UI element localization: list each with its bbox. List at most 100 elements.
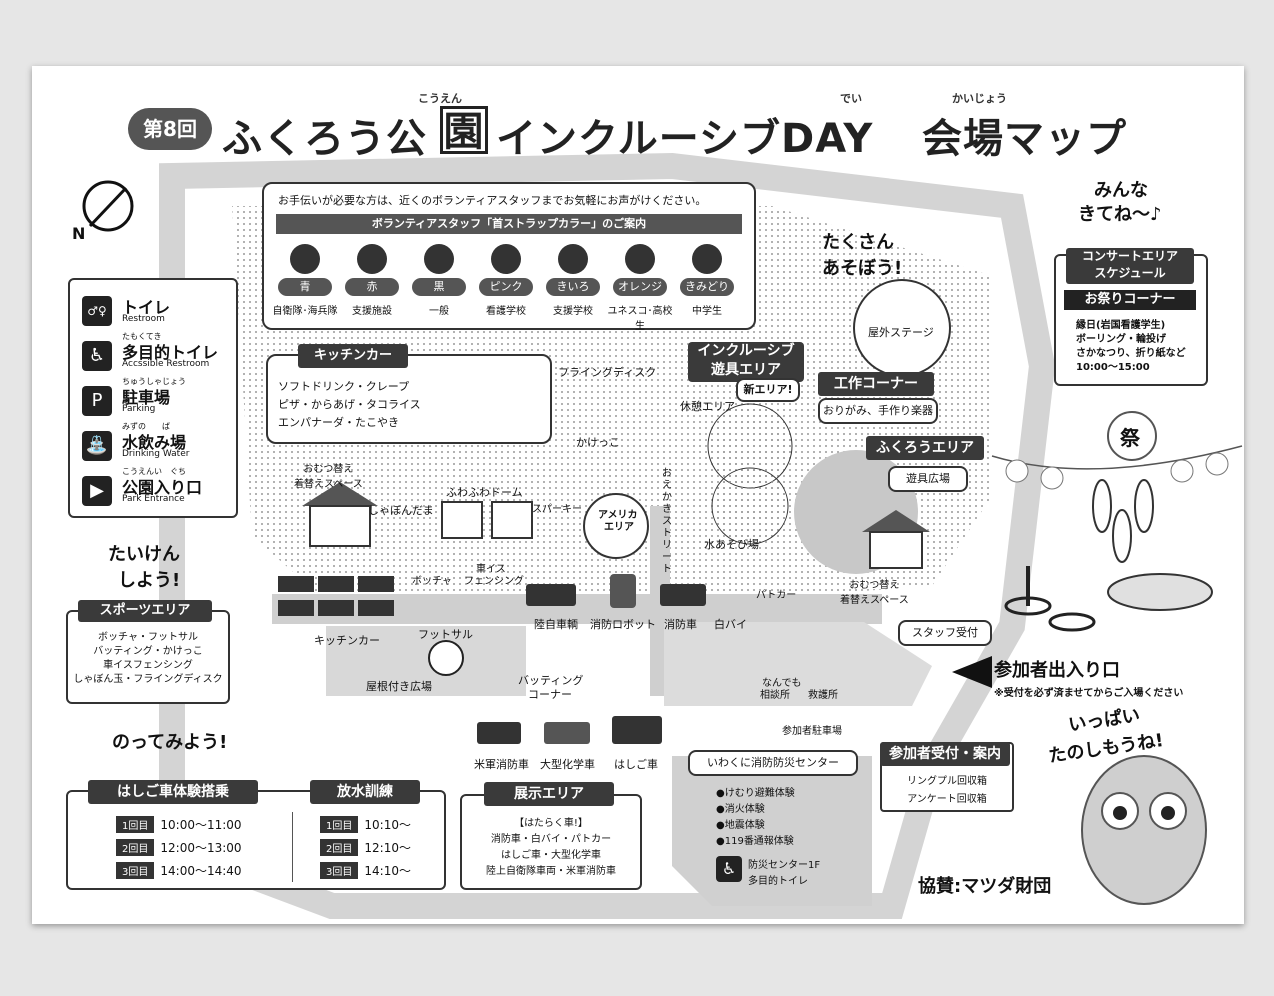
roofed-plaza-area [326,626,526,696]
bouncy-dome [441,501,483,539]
strap-group-label: 一般 [429,306,449,317]
ruby-dei: でい [840,92,862,105]
concert-time: 10:00〜15:00 [1076,362,1150,373]
strap-group-label: 支援施設 [352,306,392,317]
legend-en: Parking [122,404,156,414]
lantern [1170,459,1194,483]
label-changing-left: おむつ替え 着替えスペース [294,464,363,490]
label-water-play: 水あそび場 [704,538,759,551]
park-entrance-icon [952,656,992,688]
parking-area [664,622,932,706]
label-sparky: スパーキー [532,504,582,515]
label-fire-robot: 消防ロボット [590,618,656,631]
schedule-time: 14:10〜 [364,864,411,878]
strap-color-pill: きみどり [680,278,734,296]
compass-icon [82,180,134,232]
label-america-2: エリア [604,522,634,533]
bowling-pin [1092,479,1112,533]
label-boccia: ボッチャ [412,576,452,587]
wheelchair-icon: ♿ [716,856,742,882]
restroom-icon: ♂♀ [82,296,112,326]
legend-ruby: こうえんい ぐち [122,467,186,476]
schedule-tag: 2回目 [116,839,155,856]
kitchen-car-title: キッチンカー [298,344,408,368]
disaster-center-item: ●地震体験 [716,820,765,831]
sponsor-label: 協賛:マツダ財団 [918,876,1052,897]
legend-label: 多目的トイレ [122,343,219,362]
label-ladder-truck: はしご車 [614,758,658,771]
water-drill-title: 放水訓練 [310,780,420,804]
legend-label: トイレ [122,298,171,317]
round-badge: 第8回 [128,108,212,150]
changing-tent-right [862,510,930,532]
legend-label: 水飲み場 [122,433,187,452]
staff-reception-box: スタッフ受付 [898,620,992,646]
owl-pupil [1113,806,1127,820]
america-area-circle [583,493,649,559]
park-entrance-icon: ▶ [82,476,112,506]
play-banner-1: たくさん [822,232,894,253]
dc-accessible-1: 防災センター1F [748,860,821,871]
strap-color-pill: 赤 [345,278,399,296]
label-wheelchair-fencing-2: フェンシング [464,576,524,587]
strap-group-label: 自衛隊･海兵隊 [272,306,338,317]
disaster-center-item: ●けむり避難体験 [716,788,795,799]
title-boxed-char: 園 [440,106,488,155]
legend-label: 駐車場 [122,388,171,407]
concert-line-1: 縁日(岩国看護学生) [1076,320,1166,331]
label-patrol-car: パトカー [756,590,797,601]
north-label: N [72,224,86,243]
volunteer-notice: お手伝いが必要な方は、近くのボランティアスタッフまでお気軽にお声がけください。 [278,194,707,207]
schedule-tag: 2回目 [320,839,359,856]
disaster-center-item: ●消火体験 [716,804,765,815]
schedule-row: 3回目 14:10〜 [320,862,411,879]
person-icon [357,244,387,274]
festival-corner-label: お祭りコーナー [1064,290,1196,310]
strap-group-label: 支援学校 [553,306,593,317]
lantern [1205,452,1229,476]
label-kakekko: かけっこ [576,436,620,449]
label-kitchen-car: キッチンカー [314,634,380,647]
schedule-time: 12:00〜13:00 [160,841,242,855]
label-chemical-truck: 大型化学車 [540,758,595,771]
festival-lantern [1107,411,1157,461]
map-background [82,152,1243,919]
strap-group-label: ユネスコ･高校生 [607,306,673,332]
label-soap-bubbles: しゃぼんだま [368,504,434,517]
craft-corner-title: 工作コーナー [818,372,934,396]
dc-accessible-2: 多目的トイレ [748,876,808,887]
title-part-b: インクルーシブDAY [496,116,874,162]
entrance-note: ※受付を必ず済ませてからご入場ください [994,688,1184,699]
reception-title: 参加者受付・案内 [880,742,1010,766]
soccer-ball-icon [428,640,464,676]
changing-tent-left [302,482,378,506]
legend-en: Accssible Restroom [122,359,210,369]
strap-color-pill: 青 [278,278,332,296]
sports-line-2: バッティング・かけっこ [93,646,203,657]
label-wheelchair-fencing-1: 車イス [476,564,506,575]
lantern [1005,459,1029,483]
schedule-time: 14:00〜14:40 [160,864,242,878]
title-part-a: ふくろう公 [222,116,427,162]
label-outdoor-stage: 屋外ステージ [868,326,934,339]
fishing-pool [1107,573,1213,611]
schedule-row: 2回目 12:00〜13:00 [116,839,242,856]
ring-toss-ring [1048,612,1096,632]
label-changing-right: おむつ替え 着替えスペース [840,580,909,606]
label-first-aid: 救護所 [808,690,838,701]
ladder-ride-title: はしご車体験搭乗 [88,780,258,804]
concert-title-1: コンサートエリア [1081,249,1178,263]
divider [292,812,293,882]
label-fire-engine: 消防車 [664,618,697,631]
vehicle-row [278,574,706,744]
kitchen-car-box: キッチンカー ソフトドリンク・クレープ ピザ・からあげ・タコライス エンパナーダ… [266,344,552,444]
label-participant-parking: 参加者駐車場 [782,726,842,737]
schedule-tag: 3回目 [320,862,359,879]
label-consultation-2: 相談所 [760,690,790,701]
label-white-bike: 白バイ [714,618,747,631]
schedule-time: 10:00〜11:00 [160,818,242,832]
